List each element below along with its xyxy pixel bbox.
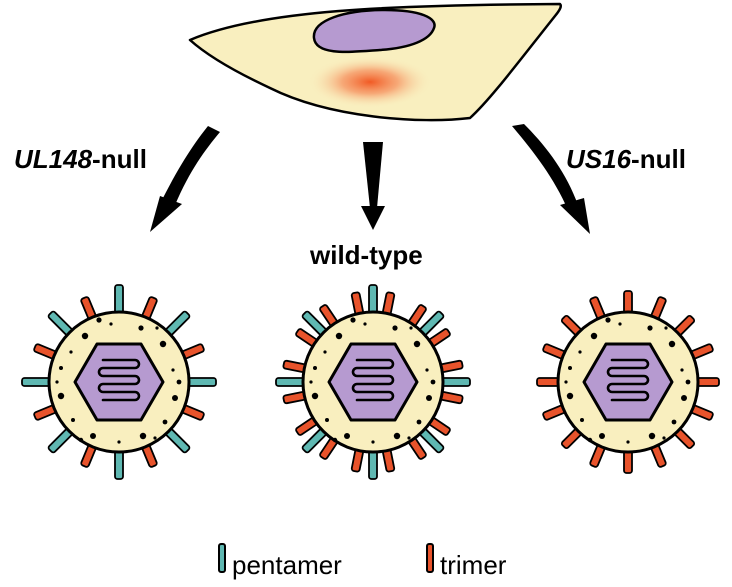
host-cell — [188, 2, 563, 122]
virion-envelope — [47, 310, 191, 454]
us16-null-virion — [536, 290, 720, 474]
arrow-center — [361, 142, 385, 230]
arrow-left — [150, 126, 220, 232]
ul148-null-virion — [21, 284, 217, 480]
nucleus — [312, 8, 436, 54]
trimer-swatch — [426, 543, 434, 573]
label-wild-type: wild-type — [310, 240, 423, 270]
virion-envelope — [556, 310, 700, 454]
label-us16-null: US16-null — [566, 144, 686, 174]
label-ul148-null: UL148-null — [14, 144, 147, 174]
legend-trimer-label: trimer — [440, 550, 507, 580]
virion-envelope — [301, 310, 445, 454]
pentamer-swatch — [218, 543, 226, 573]
envelope-glycoproteins — [21, 284, 217, 480]
golgi-glow — [308, 56, 432, 108]
arrow-right — [512, 124, 590, 234]
wild-type-virion — [275, 284, 471, 480]
legend-pentamer-label: pentamer — [232, 550, 342, 580]
